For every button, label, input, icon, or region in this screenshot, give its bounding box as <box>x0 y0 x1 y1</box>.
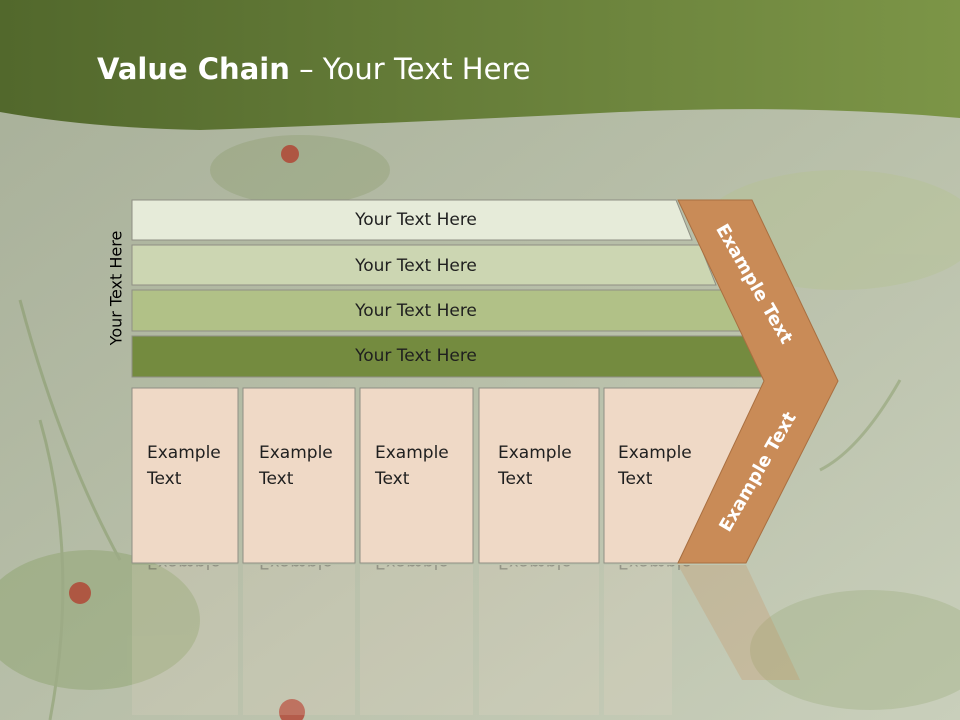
reflection-box-2 <box>243 565 355 715</box>
header-band <box>0 0 960 130</box>
row-label-1: Your Text Here <box>355 210 477 230</box>
slide-title: Value Chain – Your Text Here <box>97 52 531 86</box>
row-label-4: Your Text Here <box>355 346 477 366</box>
reflection-box-3 <box>360 565 473 715</box>
value-chain-cell-1 <box>131 387 239 564</box>
grass-decoration <box>0 135 960 720</box>
reflection-box-5 <box>604 565 672 715</box>
reflection-box-4 <box>479 565 599 715</box>
value-chain-row-2 <box>131 244 717 286</box>
value-chain-row-1 <box>131 199 693 241</box>
title-rest: – Your Text Here <box>289 52 531 86</box>
title-bold: Value Chain <box>97 52 290 86</box>
ladybug-decoration <box>69 145 305 720</box>
reflection-box-1 <box>132 565 238 715</box>
chevron-arrow <box>677 199 839 564</box>
value-chain-cell-4 <box>478 387 600 564</box>
row-label-3: Your Text Here <box>355 301 477 321</box>
value-chain-cell-2 <box>242 387 356 564</box>
reflection-arrow <box>678 565 800 680</box>
row-label-2: Your Text Here <box>355 256 477 276</box>
value-chain-cell-3 <box>359 387 474 564</box>
